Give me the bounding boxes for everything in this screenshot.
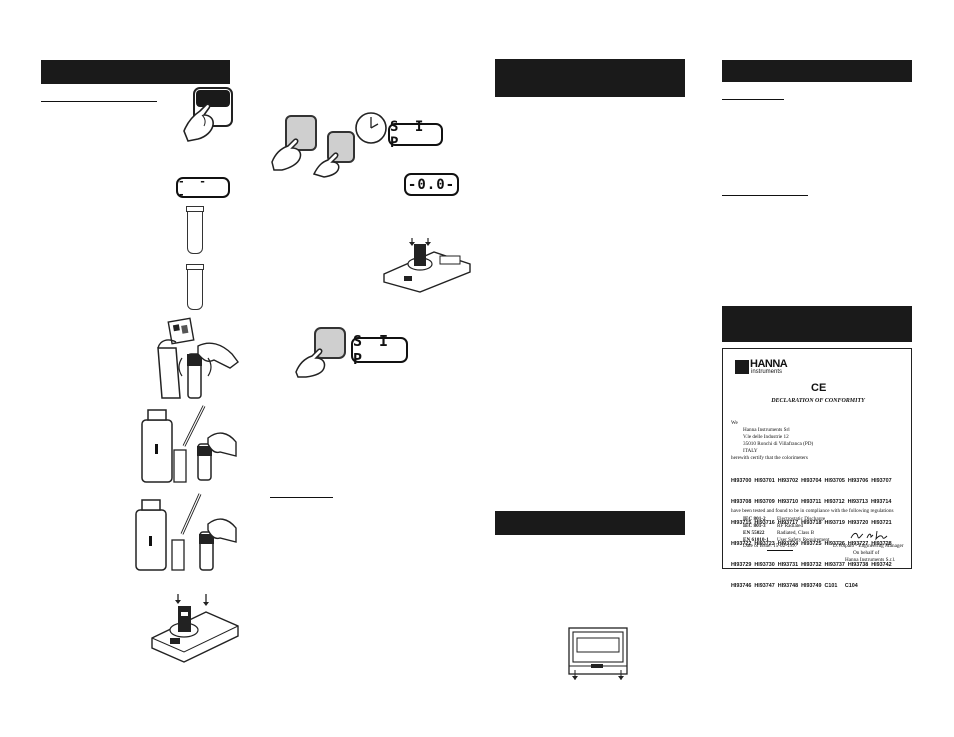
bottle-pipette-illustration-1 [141,405,237,483]
hanna-logo-text: HANNA [750,358,788,370]
model-row: HI93746 HI93747 HI93748 HI93749 C101 C10… [731,583,858,589]
model-row: HI93715 HI93716 HI93717 HI93718 HI93719 … [731,520,892,526]
two-key-press-with-timer [271,112,387,178]
date-underline [767,550,793,551]
declaration-of-conformity-certificate: HANNA instruments CE DECLARATION OF CONF… [722,348,912,589]
reg-desc: RF Radiated [777,523,804,529]
battery-compartment-illustration [568,627,628,680]
cert-company: Hanna Instruments S.r.l. [845,557,896,563]
lcd-display-sip-1: S I P [388,119,443,151]
regulation-row: EN 55022 Radiated, Class B [743,530,829,537]
regulation-row: IEC 801-3 RF Radiated [743,523,829,530]
subheading-underline-2 [270,497,333,498]
address-line: 35010 Ronchi di Villafranca (PD) [743,441,814,447]
signature [850,530,888,541]
reg-code: EN 61010-1 [743,537,769,543]
vial-2 [187,266,203,310]
cert-regulations: IEC 801-2 Electrostatic Discharge IEC 801… [743,516,829,544]
certificate-title: DECLARATION OF CONFORMITY [771,398,865,404]
hanna-logo-subtext: instruments [751,369,783,375]
model-row: HI93722 HI93723 HI93724 HI93725 HI93726 … [731,541,892,547]
regulation-row: EN 61010-1 User Safety Requirement [743,537,829,544]
regulation-row: IEC 801-2 Electrostatic Discharge [743,516,829,523]
model-row: HI93708 HI93709 HI93710 HI93711 HI93712 … [731,499,892,505]
read-key [314,327,346,359]
cert-compliance: have been tested and found to be in comp… [731,508,894,514]
lcd-display-blank: - - - [176,175,230,201]
model-row: HI93700 HI93701 HI93702 HI93704 HI93705 … [731,478,892,484]
press-key-icon [183,87,233,142]
section-header-bar [41,60,230,84]
reg-code: EN 55022 [743,530,765,536]
vial-1 [187,208,203,254]
section-header-bar-2 [495,59,685,97]
cert-address: Hanna Instruments Srl V.le delle Industr… [743,427,813,455]
cert-we: We [731,420,738,426]
lcd-display-zero: -0.0- [404,173,459,196]
address-line: V.le delle Industrie 12 [743,434,789,440]
reg-desc: Radiated, Class B [777,530,815,536]
hanna-logo-block [735,360,749,374]
reg-code: IEC 801-2 [743,516,766,522]
address-line: ITALY [743,448,758,454]
cert-behalf: On behalf of [853,550,880,556]
subheading-underline-3 [722,99,784,100]
reg-desc: Electrostatic Discharge [777,516,826,522]
lcd-display-sip-2: S I P [351,332,408,368]
subheading-underline-4 [722,195,808,196]
subheading-underline [41,101,157,102]
cert-signer: D.Volpato - Engineering Manager [833,543,904,549]
section-header-bar-3 [495,511,685,535]
cert-date: Date of Issue: 15-02-1997 [743,543,798,549]
cert-model-list: HI93700 HI93701 HI93702 HI93704 HI93705 … [731,464,892,604]
address-line: Hanna Instruments Srl [743,427,790,433]
vial-1-cap [186,206,204,212]
cert-certify: herewith certify that the colorimeters [731,455,808,461]
reagent-shake-illustration [157,317,239,399]
finger-press-icon [295,348,326,378]
vial-2-cap [186,264,204,270]
section-header-bar-4 [722,60,912,82]
meter-insert-cuvette-2 [383,238,471,293]
bottle-pipette-illustration-2 [135,493,237,571]
meter-insert-cuvette-1 [151,594,239,663]
ce-mark: CE [811,382,827,394]
reg-code: IEC 801-3 [743,523,766,529]
model-row: HI93729 HI93730 HI93731 HI93732 HI93737 … [731,562,892,568]
reg-desc: User Safety Requirement [777,537,830,543]
section-header-bar-5 [722,306,912,342]
